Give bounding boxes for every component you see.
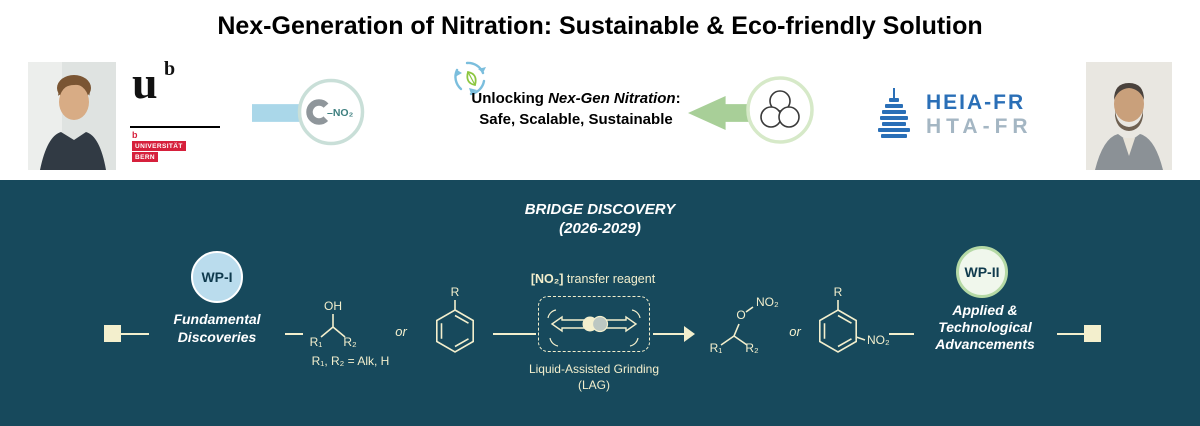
no2-reagent-rest: transfer reagent [563, 272, 656, 286]
c-no2-reagent-icon: –NO₂ [296, 77, 366, 147]
timeline-segment [1057, 333, 1084, 335]
o-label: O [736, 308, 745, 322]
no2-transfer-reagent-label: [NO₂] transfer reagent [515, 272, 671, 286]
timeline-segment [285, 333, 303, 335]
no2-label: NO₂ [867, 333, 890, 347]
product-substituent-bonds [837, 300, 866, 341]
r2-label: R₂ [343, 335, 357, 349]
ball-mill-icon [744, 74, 816, 146]
timeline-segment [889, 333, 914, 335]
ono2-label: NO₂ [756, 295, 779, 309]
carbon-crescent-shape [306, 99, 332, 125]
no2-reagent-bold: [NO₂] [530, 272, 564, 286]
timeline-segment [493, 333, 536, 335]
heia-building-icon [878, 88, 910, 138]
lag-caption-line2: (LAG) [577, 378, 610, 392]
wp2-badge: WP-II [956, 246, 1008, 298]
slogan-part1: Unlocking [471, 90, 549, 107]
wp1-label-line1: Fundamental [173, 311, 261, 327]
wp1-label-line2: Discoveries [177, 329, 257, 345]
nitrate-ester-bonds [720, 306, 754, 346]
bridge-discovery-section: BRIDGE DISCOVERY (2026-2029) WP-I Fundam… [0, 180, 1200, 426]
wp2-label-line2: Technological [938, 319, 1032, 335]
researcher-photo-left [28, 62, 116, 170]
benzene-double-bonds-substrate [440, 314, 469, 348]
or-label-substrates: or [395, 324, 407, 339]
product-r2-label: R₂ [745, 341, 759, 355]
alcohol-bonds [320, 314, 346, 338]
unibe-wordmark-line2: BERN [132, 152, 159, 162]
or-label-products: or [789, 324, 801, 339]
recycle-leaf-icon [448, 56, 492, 100]
wp1-label: Fundamental Discoveries [148, 310, 286, 346]
hta-fr-wordmark: HTA-FR [926, 115, 1033, 138]
heia-fr-wordmark: HEIA-FR [926, 91, 1026, 114]
bridge-title-line1: BRIDGE DISCOVERY [524, 201, 676, 218]
timeline-node-right [1084, 325, 1101, 342]
slogan-part2: Nex-Gen Nitration [548, 90, 676, 107]
unibe-wordmark-line1: UNIVERSITÄT [132, 141, 186, 151]
wp2-label-line1: Applied & [952, 302, 1018, 318]
benzene-ring-substrate [436, 309, 474, 353]
wp2-label: Applied & Technological Advancements [912, 302, 1058, 353]
reaction-arrow-head [684, 326, 695, 342]
unibe-logo-rule [130, 126, 220, 128]
product-r1-label: R₁ [710, 341, 723, 355]
unibe-logo: u b b UNIVERSITÄT BERN [130, 58, 226, 170]
bridge-title: BRIDGE DISCOVERY (2026-2029) [0, 200, 1200, 238]
benzene-double-bonds-product [823, 314, 852, 348]
r-label-substrate: R [451, 285, 460, 299]
lag-dashed-box [538, 296, 650, 352]
central-slogan: Unlocking Nex-Gen Nitration: Safe, Scala… [452, 88, 700, 130]
unibe-b-superscript: b [164, 58, 176, 80]
lag-caption-line1: Liquid-Assisted Grinding [528, 362, 660, 376]
substituent-note: R₁, R₂ = Alk, H [311, 354, 390, 368]
benzene-ring-product [819, 309, 857, 353]
unibe-small-b: b [132, 130, 138, 140]
oh-label: OH [324, 299, 342, 313]
r-label-product: R [834, 285, 843, 299]
unibe-wordmark: UNIVERSITÄT BERN [132, 141, 186, 163]
reaction-arrow-shaft [653, 333, 684, 335]
person-silhouette-right-image [1086, 62, 1172, 170]
timeline-segment [121, 333, 149, 335]
r1-label: R₁ [310, 335, 323, 349]
unibe-u-glyph: u [132, 57, 158, 108]
slogan-part3: : Safe, Scalable, Sustainable [479, 90, 681, 128]
page-title: Nex-Generation of Nitration: Sustainable… [217, 12, 983, 40]
wp1-badge: WP-I [191, 251, 243, 303]
wp2-label-line3: Advancements [935, 336, 1035, 352]
researcher-photo-right [1086, 62, 1172, 170]
heia-fr-logo: HEIA-FR HTA-FR [872, 86, 1033, 144]
c-no2-label: –NO₂ [327, 107, 354, 119]
person-silhouette-left-image [28, 62, 116, 170]
bridge-title-line2: (2026-2029) [559, 220, 641, 237]
timeline-node-left [104, 325, 121, 342]
